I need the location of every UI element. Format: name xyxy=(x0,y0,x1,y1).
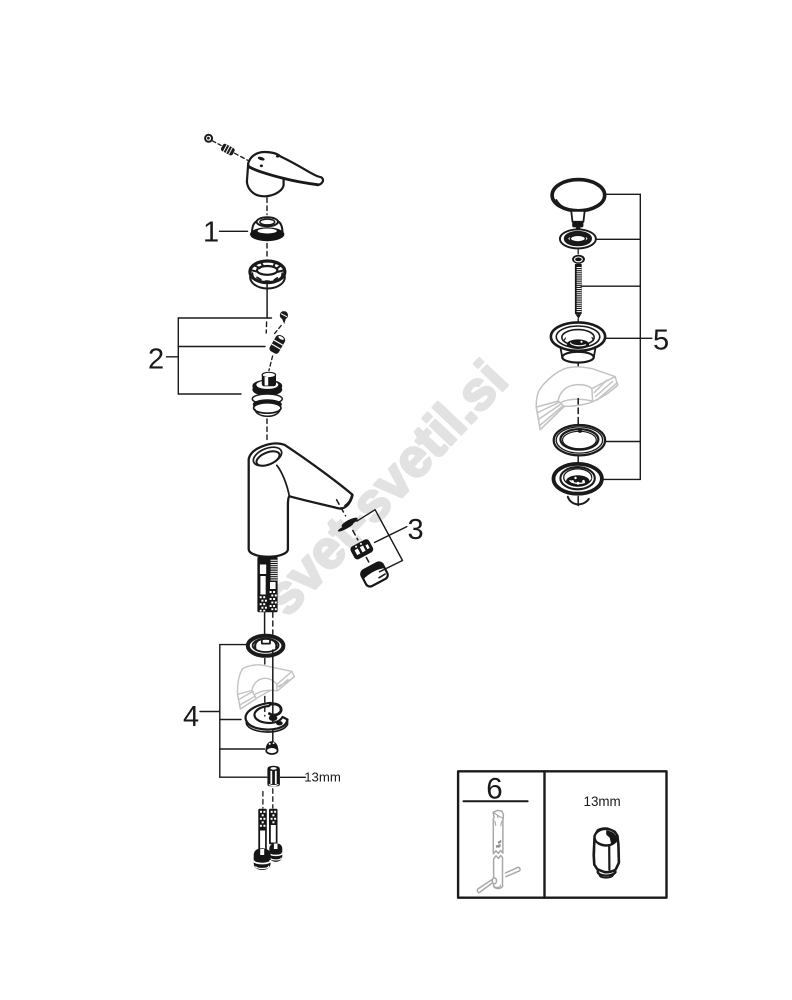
svg-text:13mm: 13mm xyxy=(584,794,621,809)
svg-text:5: 5 xyxy=(653,325,669,357)
svg-text:3: 3 xyxy=(408,514,424,546)
svg-text:13mm: 13mm xyxy=(304,770,341,785)
svg-text:1: 1 xyxy=(203,217,219,249)
svg-text:2: 2 xyxy=(148,344,164,376)
svg-text:4: 4 xyxy=(183,701,199,733)
svg-text:6: 6 xyxy=(486,772,502,805)
